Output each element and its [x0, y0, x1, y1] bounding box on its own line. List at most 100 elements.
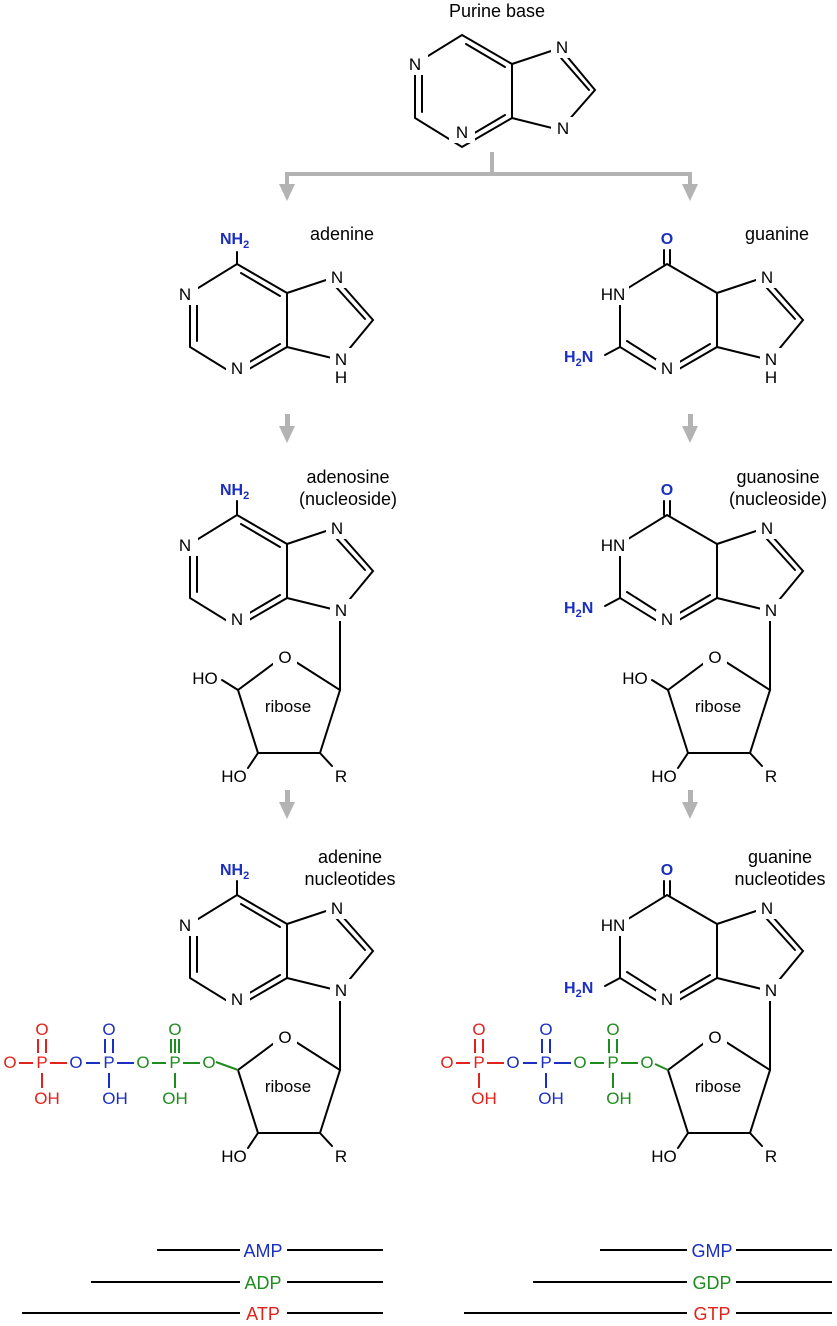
- adenine-nucleotide-ho: HO: [221, 1147, 247, 1166]
- purine-base-title: Purine base: [449, 1, 545, 21]
- svg-text:P: P: [540, 1053, 551, 1072]
- guanine-nucleotide-ribose-label: ribose: [695, 1077, 741, 1096]
- guanosine-atom-n3: N: [661, 610, 673, 629]
- adenosine-atom-n7: N: [331, 519, 343, 538]
- purine-atom-n1: N: [409, 55, 421, 74]
- guanine-nucleotide-h2n: H2N: [564, 980, 593, 1000]
- svg-text:O: O: [136, 1053, 149, 1072]
- svg-text:P: P: [473, 1053, 484, 1072]
- guanine-phosphate-beta: P O OH O: [506, 1020, 571, 1108]
- svg-text:P: P: [607, 1053, 618, 1072]
- adenine-nucleotides-label-1: adenine: [318, 847, 382, 867]
- svg-text:O: O: [472, 1020, 485, 1039]
- svg-text:O: O: [168, 1020, 181, 1039]
- guanosine-ho-2: HO: [651, 767, 677, 786]
- guanosine-atom-n9: N: [765, 601, 777, 620]
- guanosine-structure: O HN H2N N N N O ribose HO HO R: [564, 482, 805, 786]
- adenine-nucleotide-legend: AMP ADP ATP: [22, 1241, 383, 1324]
- adenine-nucleotides-label-2: nucleotides: [304, 869, 395, 889]
- adenine-nucleotide-atom-n1: N: [179, 916, 191, 935]
- guanosine-ho-1: HO: [622, 669, 648, 688]
- guanine-structure: O HN H2N N N N H: [564, 231, 805, 388]
- guanine-atom-n3: N: [661, 359, 673, 378]
- arrow-guanosine-to-nucleotides: [682, 790, 698, 819]
- guanine-nucleotide-ribose-o: O: [708, 1028, 721, 1047]
- branch-arrow: [279, 152, 698, 201]
- svg-text:OH: OH: [34, 1089, 60, 1108]
- guanine-atom-n7: N: [761, 268, 773, 287]
- svg-text:OH: OH: [538, 1089, 564, 1108]
- purine-atom-n7: N: [556, 38, 568, 57]
- guanosine-ribose-o: O: [708, 648, 721, 667]
- svg-text:P: P: [169, 1053, 180, 1072]
- adenine-atom-n9: N: [335, 350, 347, 369]
- adenosine-atom-n9: N: [335, 601, 347, 620]
- legend-atp: ATP: [246, 1304, 280, 1321]
- adenine-nh2: NH2: [220, 231, 249, 251]
- guanine-nucleotide-legend: GMP GDP GTP: [464, 1241, 832, 1324]
- guanine-nucleotide-ho: HO: [651, 1147, 677, 1166]
- svg-text:OH: OH: [162, 1089, 188, 1108]
- adenosine-ho-2: HO: [221, 767, 247, 786]
- svg-text:OH: OH: [606, 1089, 632, 1108]
- adenosine-atom-n1: N: [179, 536, 191, 555]
- guanosine-r: R: [765, 767, 777, 786]
- adenine-phosphate-beta: P O OH O: [69, 1020, 134, 1108]
- legend-gdp: GDP: [692, 1273, 731, 1293]
- adenine-nucleotide-ribose-o: O: [278, 1028, 291, 1047]
- guanine-phosphate-gamma: P O OH O: [440, 1020, 504, 1108]
- guanine-nucleotide-atom-n9: N: [765, 981, 777, 1000]
- guanosine-atom-o6: O: [661, 482, 673, 499]
- arrow-adenosine-to-nucleotides: [279, 790, 295, 819]
- guanine-nucleotides-label-1: guanine: [748, 847, 812, 867]
- guanine-h2n: H2N: [564, 349, 593, 369]
- adenine-nucleotide-r: R: [335, 1147, 347, 1166]
- adenine-nucleotide-ribose-label: ribose: [265, 1077, 311, 1096]
- guanine-nucleotide-structure: O HN H2N N N N O ribose HO R O P O OH O: [440, 862, 805, 1166]
- guanosine-atom-hn1: HN: [601, 536, 626, 555]
- svg-text:OH: OH: [471, 1089, 497, 1108]
- adenine-label: adenine: [310, 224, 374, 244]
- purine-atom-n3: N: [456, 123, 468, 142]
- arrow-adenine-to-adenosine: [279, 414, 295, 443]
- adenine-nucleotide-structure: NH2 N N N N O ribose HO R O P O OH O: [3, 862, 375, 1166]
- svg-text:P: P: [36, 1053, 47, 1072]
- svg-text:O: O: [640, 1053, 653, 1072]
- adenine-structure: NH2 N N N N H: [174, 231, 375, 388]
- adenine-phosphate-alpha: O P O OH O: [136, 1020, 215, 1108]
- adenosine-r: R: [335, 767, 347, 786]
- legend-amp: AMP: [243, 1241, 282, 1261]
- guanosine-h2n: H2N: [564, 600, 593, 620]
- legend-gtp: GTP: [693, 1304, 730, 1321]
- guanine-atom-o6: O: [661, 231, 673, 248]
- guanosine-nucleoside-label: (nucleoside): [729, 489, 827, 509]
- svg-text:O: O: [606, 1020, 619, 1039]
- guanine-atom-h9: H: [765, 368, 777, 387]
- arrow-guanine-to-guanosine: [682, 414, 698, 443]
- adenine-nucleotide-nh2: NH2: [220, 862, 249, 882]
- adenine-atom-n3: N: [231, 359, 243, 378]
- guanine-label: guanine: [745, 224, 809, 244]
- guanine-atom-hn1: HN: [601, 285, 626, 304]
- guanine-phosphate-alpha: O P O OH O: [573, 1020, 653, 1108]
- guanine-nucleotide-atom-o6: O: [661, 862, 673, 879]
- guanosine-ribose-label: ribose: [695, 697, 741, 716]
- adenosine-nucleoside-label: (nucleoside): [299, 489, 397, 509]
- svg-text:O: O: [69, 1053, 82, 1072]
- adenine-nucleotide-atom-n3: N: [231, 990, 243, 1009]
- legend-adp: ADP: [244, 1273, 281, 1293]
- guanine-nucleotide-atom-hn1: HN: [601, 916, 626, 935]
- guanine-nucleotide-atom-n7: N: [761, 899, 773, 918]
- adenosine-structure: NH2 N N N N O ribose HO HO R: [174, 482, 375, 786]
- svg-text:O: O: [102, 1020, 115, 1039]
- purine-base-structure: N N N N: [402, 33, 597, 149]
- svg-text:O: O: [3, 1053, 16, 1072]
- svg-text:P: P: [103, 1053, 114, 1072]
- guanine-nucleotide-atom-n3: N: [661, 990, 673, 1009]
- guanosine-label: guanosine: [736, 467, 819, 487]
- svg-text:OH: OH: [102, 1089, 128, 1108]
- guanine-nucleotides-label-2: nucleotides: [734, 869, 825, 889]
- adenine-phosphate-gamma: P O OH O: [3, 1020, 67, 1108]
